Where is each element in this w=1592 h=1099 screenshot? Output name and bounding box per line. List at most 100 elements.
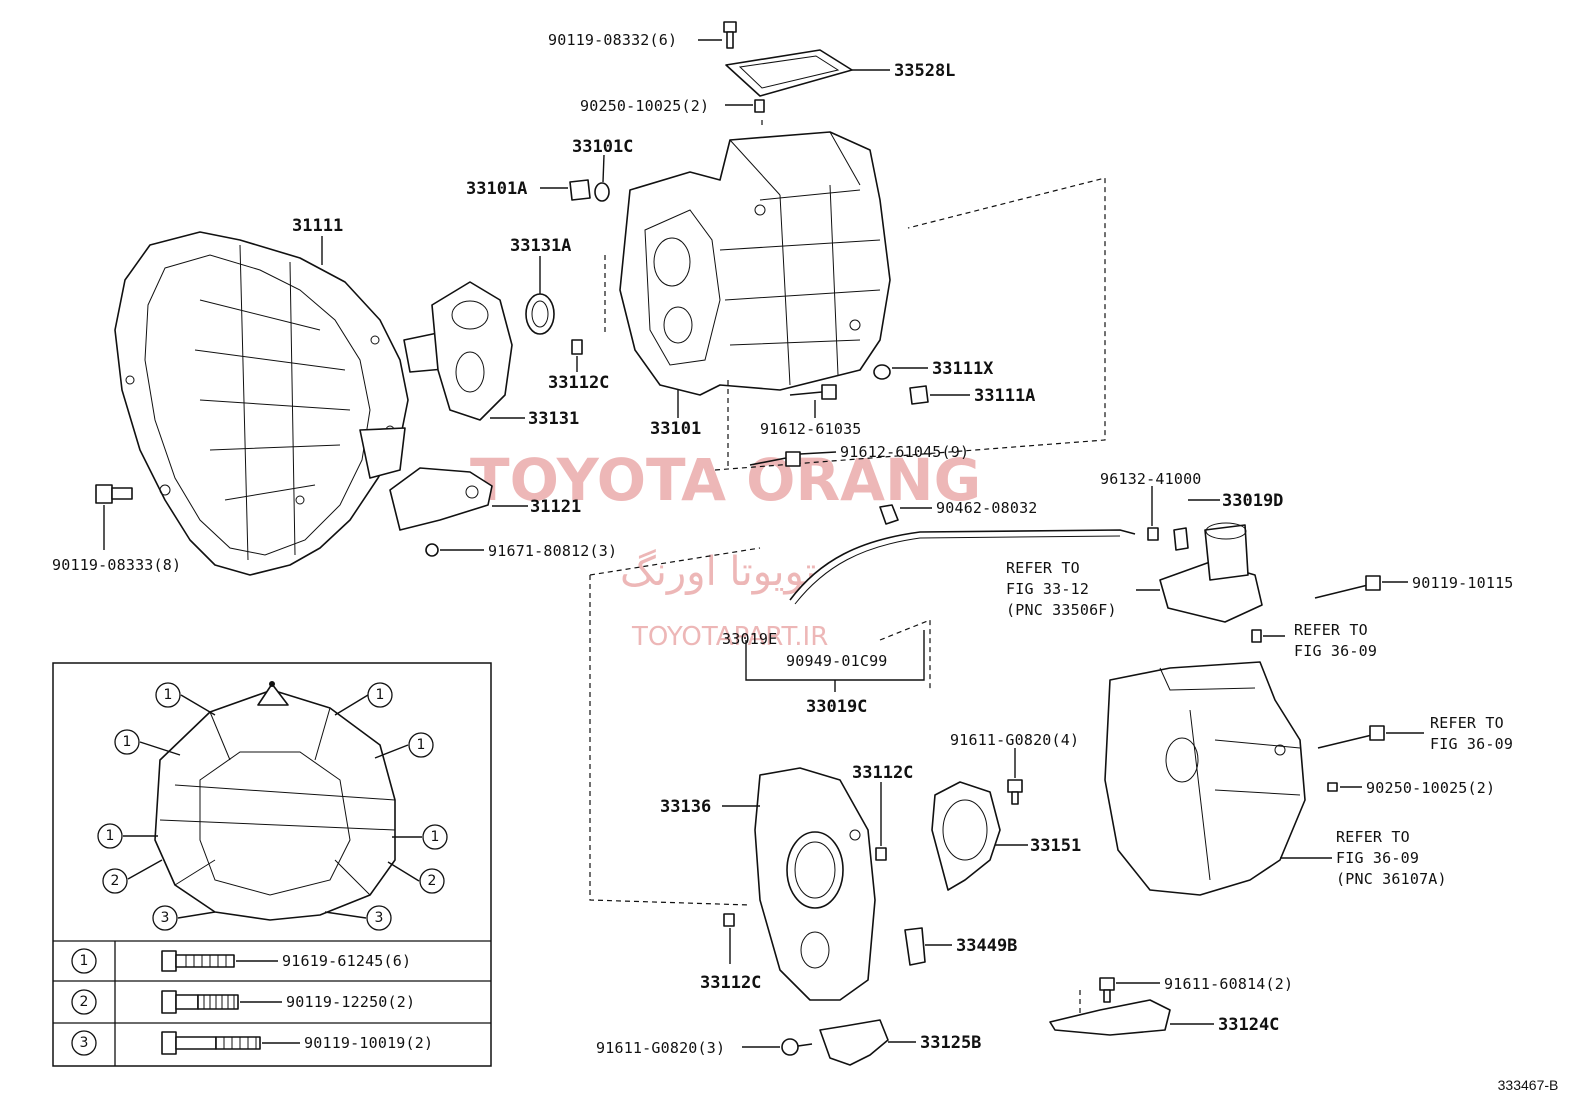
label-refer-33-12-line3: (PNC 33506F) [1006,601,1117,619]
bolt-90119-08333[interactable] [95,484,133,550]
bracket-33125B[interactable] [819,1019,916,1066]
clip-33449B[interactable] [904,927,952,966]
label-91611-G0820-4: 91611-G0820(4) [950,731,1079,749]
label-91612-61035: 91612-61035 [760,420,862,438]
label-90250-10025-right: 90250-10025(2) [1366,779,1495,797]
label-33131: 33131 [490,409,579,429]
callout-3-right [366,905,392,931]
label-refer-36-09b-line2: FIG 36-09 [1430,735,1513,753]
label-refer-36-09a-line1: REFER TO [1294,621,1368,639]
adapter-plate-33136[interactable] [754,767,876,1001]
callout-1-right-mid [422,824,448,850]
pin-33112C-mid[interactable] [875,782,887,861]
label-33101C: 33101C [572,137,633,157]
plug-33111A[interactable] [909,385,970,405]
label-refer-36-09c-line1: REFER TO [1336,828,1410,846]
transmission-case-33101[interactable] [619,131,891,396]
label-33019D: 33019D [1222,491,1283,511]
assembly-dashline-lower [589,547,931,906]
bolt-91612-61045[interactable] [749,451,837,467]
bolt-90119-08332[interactable] [698,21,737,49]
pin-refer-36-09[interactable] [1251,629,1285,643]
label-96132-41000: 96132-41000 [1100,470,1202,488]
label-33101: 33101 [650,390,701,439]
label-90949-01C99: 90949-01C99 [786,652,888,670]
inset-legend-row-2: 2 90119-12250(2) [71,989,415,1015]
bolt-91671-80812[interactable] [425,543,484,557]
label-refer-36-09c-line3: (PNC 36107A) [1336,870,1447,888]
callout-1-right [408,732,434,758]
label-33112C-top: 33112C [548,373,609,393]
plug-33101A[interactable] [540,179,591,201]
oil-seal-33131A[interactable] [525,256,555,335]
callout-1-top-left [155,682,181,708]
svg-text:3: 3 [161,910,170,926]
breather-hose-33019C[interactable] [789,504,1136,605]
cover-33528L[interactable] [725,49,890,97]
gasket-33101C[interactable] [594,154,610,202]
bolt-91611-G0820-4[interactable] [1007,748,1023,805]
label-33449B: 33449B [956,936,1017,956]
callout-1-top-right [367,682,393,708]
svg-text:1: 1 [80,953,89,969]
pin-33112C-bottom[interactable] [723,913,735,964]
label-90462-08032: 90462-08032 [936,499,1038,517]
bracket-33124C[interactable] [1049,999,1214,1036]
bolt-91612-61035[interactable] [789,384,837,418]
label-33151: 33151 [1030,836,1081,856]
svg-text:1: 1 [376,687,385,703]
bolt-91611-60814[interactable] [1079,977,1160,1020]
watermark-title: TOYOTA ORANG [470,446,981,514]
svg-text:2: 2 [428,873,437,889]
gasket-33111X[interactable] [873,364,928,380]
bolt-90119-10115[interactable] [1314,575,1408,599]
svg-text:33101: 33101 [650,419,701,439]
label-91612-61045: 91612-61045(9) [840,443,969,461]
svg-text:33136: 33136 [660,797,711,817]
label-31111: 31111 [292,216,343,265]
label-31121: 31121 [530,497,581,517]
pin-90250-10025-right[interactable] [1327,782,1362,792]
bolt-location-inset: 1 1 1 1 1 1 1 2 2 [52,662,492,1067]
legend-part-2: 90119-12250(2) [286,993,415,1011]
label-33101A: 33101A [466,179,527,199]
label-90119-08332: 90119-08332(6) [548,31,677,49]
svg-text:1: 1 [164,687,173,703]
extension-housing-36107A[interactable] [1104,661,1306,896]
label-33528L: 33528L [894,61,955,81]
callout-2-left [102,868,128,894]
label-91671-80812: 91671-80812(3) [488,542,617,560]
label-33112C-mid: 33112C [852,763,913,783]
watermark-persian: تویوتا اورنگ [620,549,816,595]
bell-housing-31111[interactable] [114,231,409,576]
breather-plug-33019D[interactable] [1147,486,1220,551]
label-refer-33-12-line2: FIG 33-12 [1006,580,1089,598]
svg-text:31111: 31111 [292,216,343,236]
label-90250-10025-top: 90250-10025(2) [580,97,709,115]
inset-legend-row-1: 1 91619-61245(6) [71,948,411,974]
input-retainer-33131[interactable] [403,281,513,421]
callout-2-right [419,868,445,894]
label-refer-36-09b-line1: REFER TO [1430,714,1504,732]
legend-part-1: 91619-61245(6) [282,952,411,970]
label-33131A: 33131A [510,236,571,256]
label-33112C-bottom: 33112C [700,973,761,993]
assembly-dashline-case [604,120,1106,471]
bolt-91611-G0820-3[interactable] [742,1038,813,1056]
label-refer-36-09c-line2: FIG 36-09 [1336,849,1419,867]
callout-1-left [114,729,140,755]
watermark-site: TOYOTAPART.IR [631,622,828,652]
callout-3-left [152,905,178,931]
label-refer-36-09a-line2: FIG 36-09 [1294,642,1377,660]
bolt-refer-36-09[interactable] [1317,725,1424,749]
svg-text:2: 2 [80,994,89,1010]
retainer-33151[interactable] [931,781,1028,891]
svg-text:1: 1 [431,829,440,845]
bracket-31121[interactable] [389,467,528,531]
svg-text:1: 1 [123,734,132,750]
label-33124C: 33124C [1218,1015,1279,1035]
shift-retainer-33506F[interactable] [1136,522,1263,623]
pin-33112C-top[interactable] [571,339,583,372]
pin-90250-10025-top[interactable] [725,99,765,113]
